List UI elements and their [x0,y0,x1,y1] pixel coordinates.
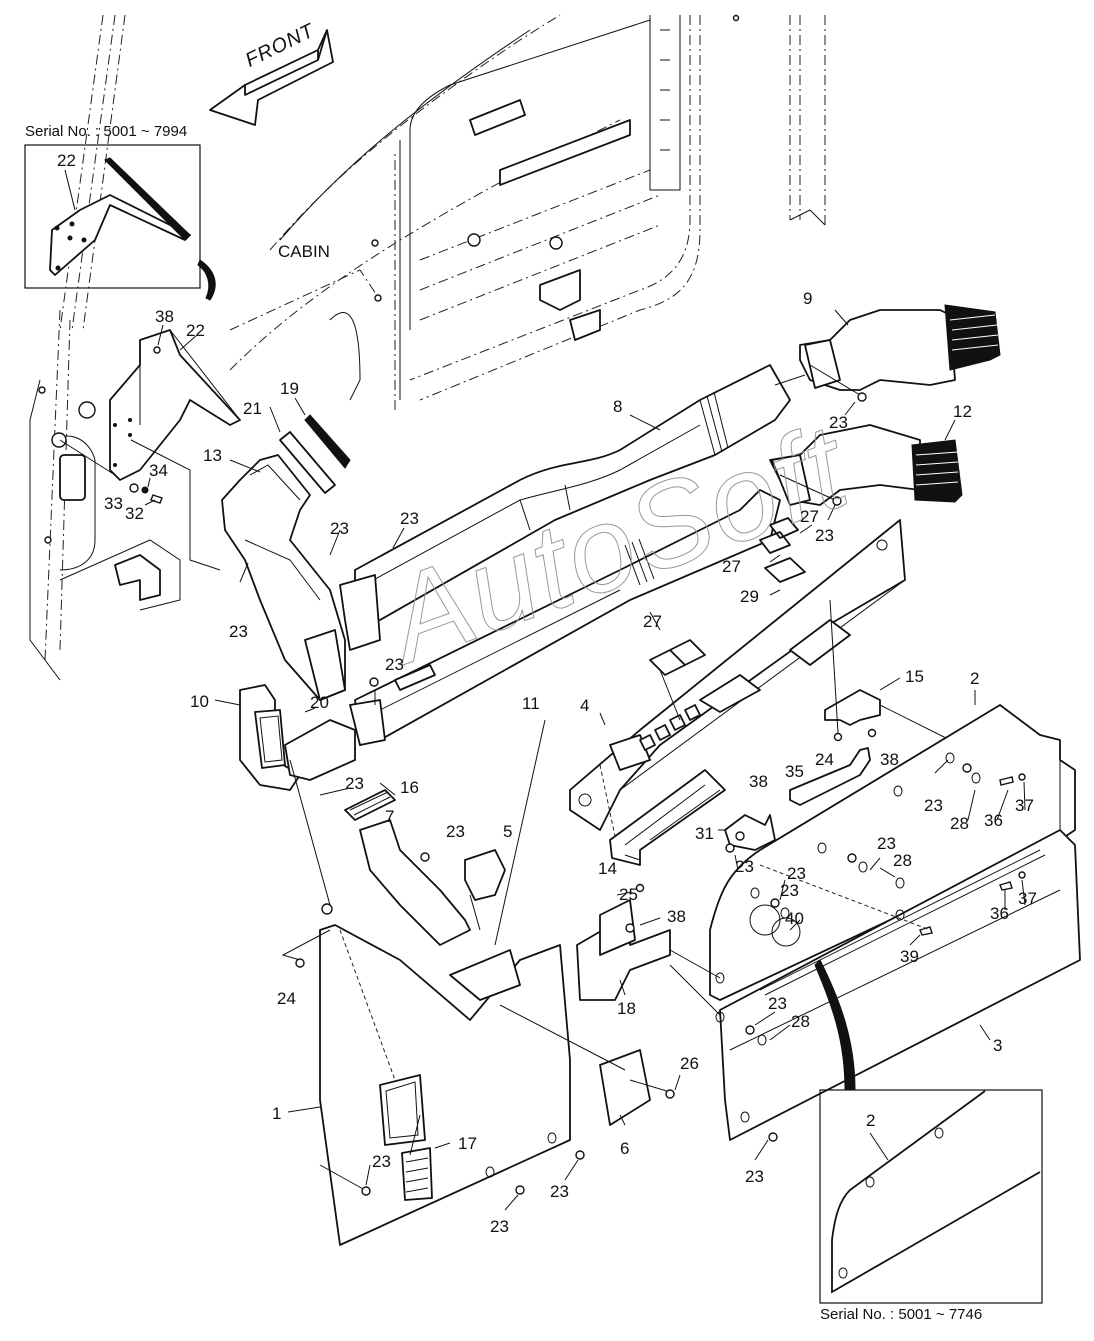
callout-21: 21 [243,399,262,418]
part-2-panel [709,704,1076,1001]
callout-37: 37 [1018,889,1037,908]
callout-23: 23 [372,1152,391,1171]
callout-22: 22 [186,321,205,340]
front-arrow [209,29,334,126]
callout-23: 23 [768,994,787,1013]
cabin-label: CABIN [278,242,330,261]
callout-27: 27 [722,557,741,576]
callout-18: 18 [617,999,636,1018]
callout-12: 12 [953,402,972,421]
cabin-frame [59,14,826,410]
callout-29: 29 [740,587,759,606]
callout-19: 19 [280,379,299,398]
callout-23: 23 [400,509,419,528]
part-14-31-18 [576,769,776,1016]
callout-23: 23 [877,834,896,853]
callout-17: 17 [458,1134,477,1153]
callout-13: 13 [203,446,222,465]
leader-lines [144,309,1026,1211]
inset-part-2: 2 [866,1111,876,1130]
callout-28: 28 [893,851,912,870]
left-cabin-wall [29,309,181,681]
callout-16: 16 [400,778,419,797]
callout-4: 4 [580,696,590,715]
callout-38: 38 [667,907,686,926]
callout-23: 23 [735,857,754,876]
callout-5: 5 [503,822,513,841]
callout-2: 2 [970,669,980,688]
callout-36: 36 [990,904,1009,923]
part-13-duct [221,454,346,701]
part-11-duct [349,489,781,746]
callout-10: 10 [190,692,209,711]
inset-part-22: 22 [57,151,76,170]
callout-38: 38 [880,750,899,769]
callout-23: 23 [829,413,848,432]
callout-36: 36 [984,811,1003,830]
callout-24: 24 [815,750,834,769]
callout-27: 27 [800,507,819,526]
parts-16-7-5 [344,789,506,946]
inset-serial-22: Serial No. : 5001 ~ 7994 [25,123,188,140]
callout-31: 31 [695,824,714,843]
callout-23: 23 [490,1217,509,1236]
callout-7: 7 [385,807,395,826]
callout-3: 3 [993,1036,1003,1055]
part-21-19 [279,414,351,494]
callout-40: 40 [785,909,804,928]
callout-37: 37 [1015,796,1034,815]
callout-23: 23 [745,1167,764,1186]
callout-23: 23 [815,526,834,545]
callout-38: 38 [749,772,768,791]
part-9-duct [774,304,1001,402]
callout-23: 23 [229,622,248,641]
callout-23: 23 [330,519,349,538]
callout-23: 23 [446,822,465,841]
callout-14: 14 [598,859,617,878]
callout-23: 23 [924,796,943,815]
callout-26: 26 [680,1054,699,1073]
callout-6: 6 [620,1139,630,1158]
part-22-bracket [59,329,241,571]
callout-1: 1 [272,1104,282,1123]
inset-serial-2: Serial No. : 5001 ~ 7746 [820,1306,983,1323]
callout-32: 32 [125,504,144,523]
part-4-console [569,517,906,861]
callout-35: 35 [785,762,804,781]
callout-28: 28 [791,1012,810,1031]
callout-28: 28 [950,814,969,833]
callout-38: 38 [155,307,174,326]
callout-20: 20 [310,693,329,712]
callout-28: 23 [780,881,799,900]
callout-33: 33 [104,494,123,513]
part-15-35 [789,599,961,806]
inset-2 [819,1089,1043,1304]
callout-25: 25 [619,885,638,904]
part-1-panel [281,719,675,1246]
inset-22 [24,144,201,289]
callout-23: 23 [550,1182,569,1201]
callout-23: 23 [385,655,404,674]
callout-23: 23 [345,774,364,793]
callout-9: 9 [803,289,813,308]
callout-39: 39 [900,947,919,966]
callout-8: 8 [613,397,623,416]
part-8-duct [339,364,791,651]
part-12-duct [769,424,963,506]
callout-34: 34 [149,461,168,480]
callout-11: 11 [522,694,540,713]
part-3-panel [715,829,1081,1142]
callout-15: 15 [905,667,924,686]
callout-24: 24 [277,989,296,1008]
part-10-20 [239,684,356,791]
callout-23: 23 [787,864,806,883]
callout-27: 27 [643,612,662,631]
